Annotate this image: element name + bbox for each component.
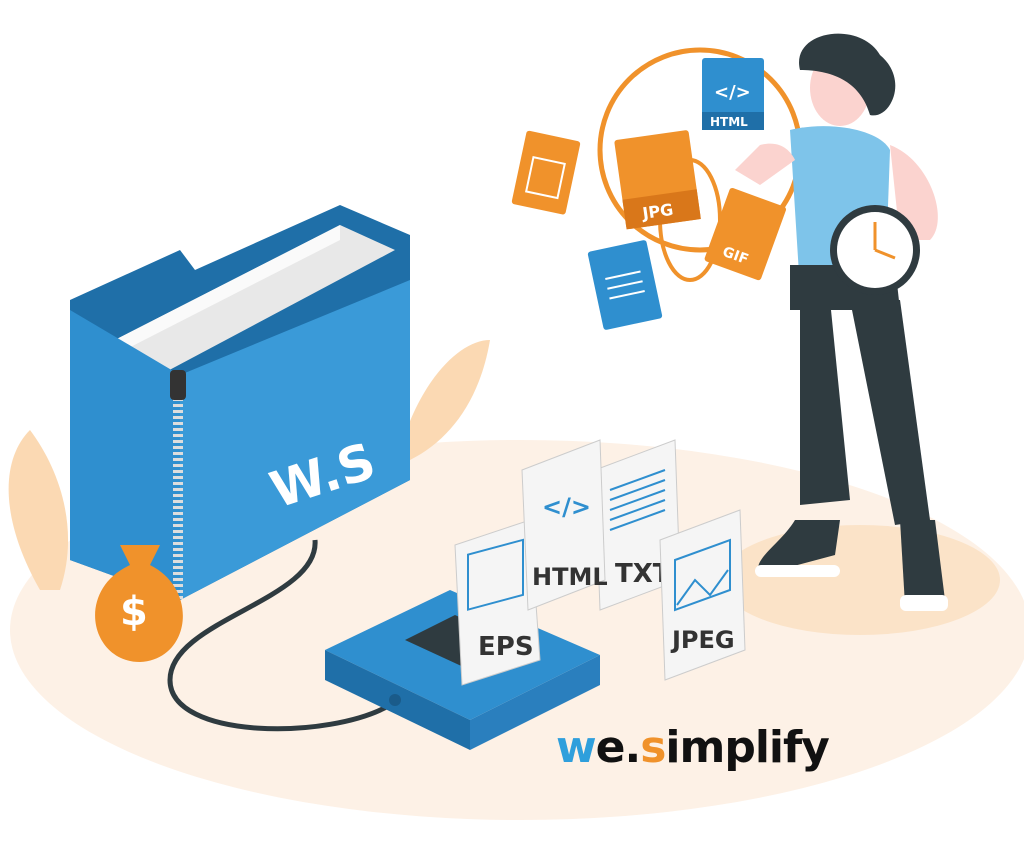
file-html: </> HTML: [521, 439, 608, 611]
file-html-label: HTML: [532, 563, 608, 591]
floating-html-file: </> HTML: [702, 58, 764, 130]
floating-gif-file: GIF: [704, 187, 787, 281]
wesimplify-logo: we.simplify: [556, 722, 830, 773]
logo-part-e: e.: [595, 722, 642, 773]
file-txt: TXT: [594, 439, 681, 611]
money-bag-icon: $: [95, 545, 183, 662]
floating-jpg-label: JPG: [640, 200, 674, 223]
file-eps-label: EPS: [478, 632, 534, 662]
leaf-right: [400, 340, 490, 460]
zip-folder: W.S: [70, 205, 410, 600]
floating-html-icon: </>: [714, 82, 751, 103]
logo-part-w: w: [556, 722, 597, 773]
file-jpeg: JPEG: [659, 509, 746, 681]
logo-part-implify: implify: [665, 722, 829, 773]
file-html-icon: </>: [542, 493, 591, 521]
floating-doc-file: [587, 240, 663, 330]
logo-part-s: s: [640, 722, 666, 773]
floating-jpg-file: JPG: [614, 130, 701, 230]
cable: [167, 539, 392, 732]
money-symbol: $: [120, 589, 148, 635]
person-shadow: [720, 525, 1000, 635]
file-jpeg-label: JPEG: [670, 626, 735, 654]
leaf-left: [8, 430, 69, 590]
clock-icon: [830, 205, 920, 295]
file-eps: EPS: [454, 519, 541, 686]
floating-html-label: HTML: [710, 115, 748, 129]
floating-sheet-file: [511, 130, 581, 215]
